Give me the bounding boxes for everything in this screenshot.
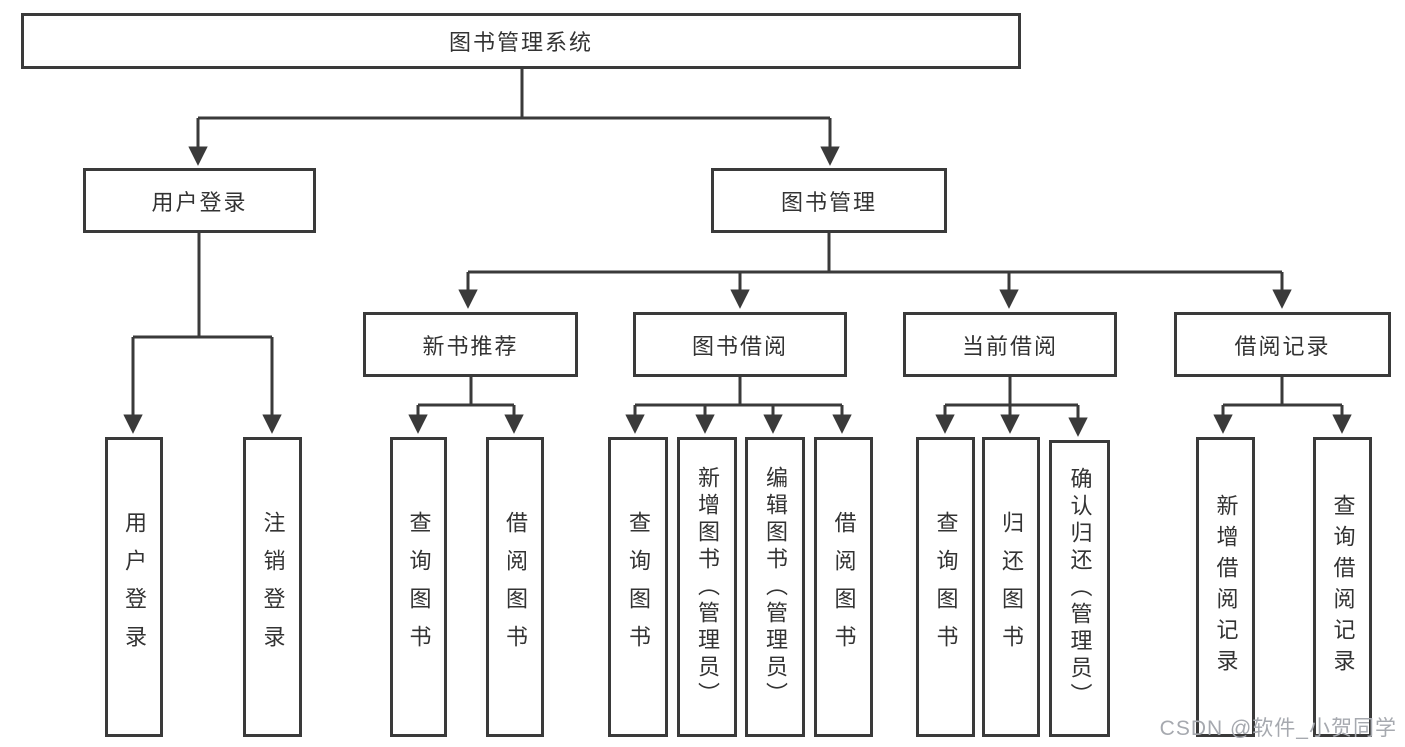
node-library-management-system: 图书管理系统 (21, 13, 1021, 69)
node-new-book-recommendation: 新书推荐 (363, 312, 578, 377)
leaf-add-book-admin: 新增图书（管理员） (677, 437, 737, 737)
leaf-confirm-return-admin: 确认归还（管理员） (1049, 440, 1110, 737)
node-borrowing-records: 借阅记录 (1174, 312, 1391, 377)
leaf-edit-book-admin-label: 编辑图书（管理员） (763, 465, 788, 709)
leaf-add-borrow-record: 新增借阅记录 (1196, 437, 1255, 737)
node-book-borrowing: 图书借阅 (633, 312, 847, 377)
leaf-logout-label: 注销登录 (260, 511, 286, 663)
watermark-text: CSDN @软件_小贺同学 (1159, 717, 1397, 740)
node-current-borrowing: 当前借阅 (903, 312, 1117, 377)
leaf-borrow-books-recommend-label: 借阅图书 (503, 511, 528, 663)
leaf-query-books-recommend: 查询图书 (390, 437, 447, 737)
leaf-query-books-recommend-label: 查询图书 (406, 511, 432, 663)
leaf-query-books-borrowing-label: 查询图书 (626, 511, 651, 663)
leaf-edit-book-admin: 编辑图书（管理员） (745, 437, 805, 737)
leaf-return-books: 归还图书 (982, 437, 1040, 737)
leaf-confirm-return-admin-label: 确认归还（管理员） (1067, 467, 1093, 710)
leaf-add-borrow-record-label: 新增借阅记录 (1213, 494, 1239, 680)
node-user-login: 用户登录 (83, 168, 316, 233)
leaf-query-books-current: 查询图书 (916, 437, 975, 737)
leaf-user-login: 用户登录 (105, 437, 163, 737)
leaf-query-books-borrowing: 查询图书 (608, 437, 668, 737)
leaf-query-books-current-label: 查询图书 (933, 511, 959, 663)
leaf-user-login-label: 用户登录 (122, 511, 147, 663)
leaf-logout: 注销登录 (243, 437, 302, 737)
leaf-query-borrow-record-label: 查询借阅记录 (1330, 494, 1356, 680)
leaf-borrow-books-borrowing: 借阅图书 (814, 437, 873, 737)
leaf-add-book-admin-label: 新增图书（管理员） (695, 465, 720, 709)
node-book-management: 图书管理 (711, 168, 947, 233)
leaf-borrow-books-recommend: 借阅图书 (486, 437, 544, 737)
leaf-return-books-label: 归还图书 (999, 511, 1024, 663)
leaf-borrow-books-borrowing-label: 借阅图书 (831, 511, 857, 663)
leaf-query-borrow-record: 查询借阅记录 (1313, 437, 1372, 737)
